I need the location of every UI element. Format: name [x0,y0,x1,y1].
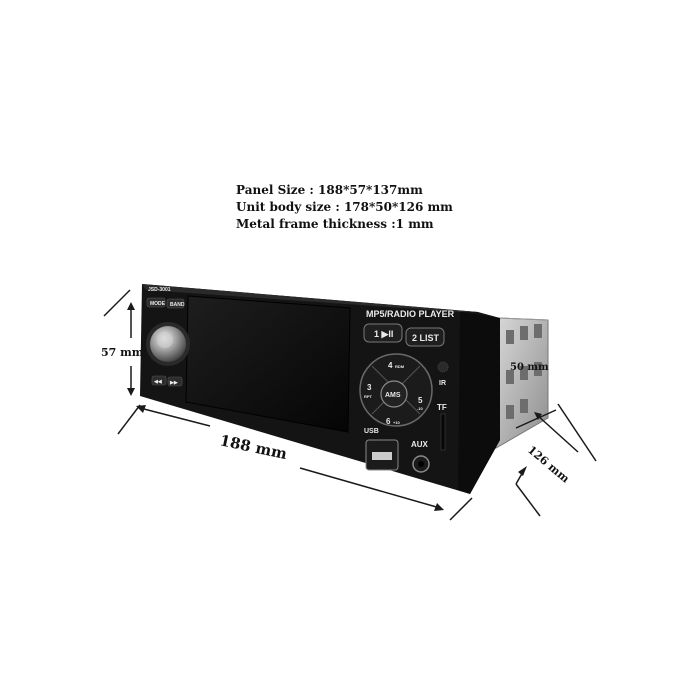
btn6-label: 6 [386,417,391,426]
btn-3-repeat[interactable]: 3 RPT [364,383,373,399]
btn6-sub: +10 [393,420,401,425]
mode-button[interactable]: MODE [146,297,166,308]
btn3-sub: RPT [364,394,373,399]
btn4-sub: RDM [395,364,405,369]
band-button[interactable]: BAND [166,298,185,309]
metal-chassis [495,317,549,449]
btn5-sub: -10 [417,406,424,411]
height-dimension-label: 57 mm [101,346,144,359]
spec-block: Panel Size : 188*57*137mm Unit body size… [236,182,453,233]
ir-sensor: IR [437,361,449,387]
band-label: BAND [170,302,185,308]
display-screen [185,295,351,433]
btn-6-plus10[interactable]: 6 +10 [386,417,401,426]
ams-button[interactable]: AMS [380,380,408,408]
prev-button[interactable]: ◀◀ [151,375,167,386]
btn4-label: 4 [388,361,393,370]
panel-title: MP5/RADIO PLAYER [366,309,455,319]
btn-4-random[interactable]: 4 RDM [388,361,405,370]
ir-label: IR [439,380,446,387]
aux-jack[interactable] [412,455,430,473]
ams-label: AMS [385,392,401,399]
btn1-label: 1 ▶II [374,329,393,339]
body-size-text: Unit body size : 178*50*126 mm [236,200,453,214]
tf-card-slot[interactable] [440,413,446,451]
usb-label: USB [364,428,379,435]
aux-label: AUX [411,440,429,449]
panel-size-text: Panel Size : 188*57*137mm [236,183,423,197]
volume-knob[interactable] [146,322,190,366]
tf-label: TF [437,403,447,412]
mode-label: MODE [150,301,166,307]
usb-port[interactable] [365,439,399,471]
svg-text:▶▶: ▶▶ [169,380,179,386]
play-pause-button[interactable]: 1 ▶II [363,323,403,343]
model-label: JSD-3001 [148,287,171,293]
btn3-label: 3 [367,383,372,392]
next-button[interactable]: ▶▶ [167,376,183,387]
svg-text:◀◀: ◀◀ [153,379,162,385]
list-button[interactable]: 2 LIST [405,327,445,347]
btn5-label: 5 [418,396,423,405]
depth-dimension-label: 126 mm [525,443,572,485]
body-height-dimension-label: 50 mm [510,362,549,373]
dimension-lines [103,289,597,521]
btn-5-minus10[interactable]: 5 -10 [417,396,424,411]
btn2-label: 2 LIST [412,333,440,343]
frame-thickness-text: Metal frame thickness :1 mm [236,217,434,231]
